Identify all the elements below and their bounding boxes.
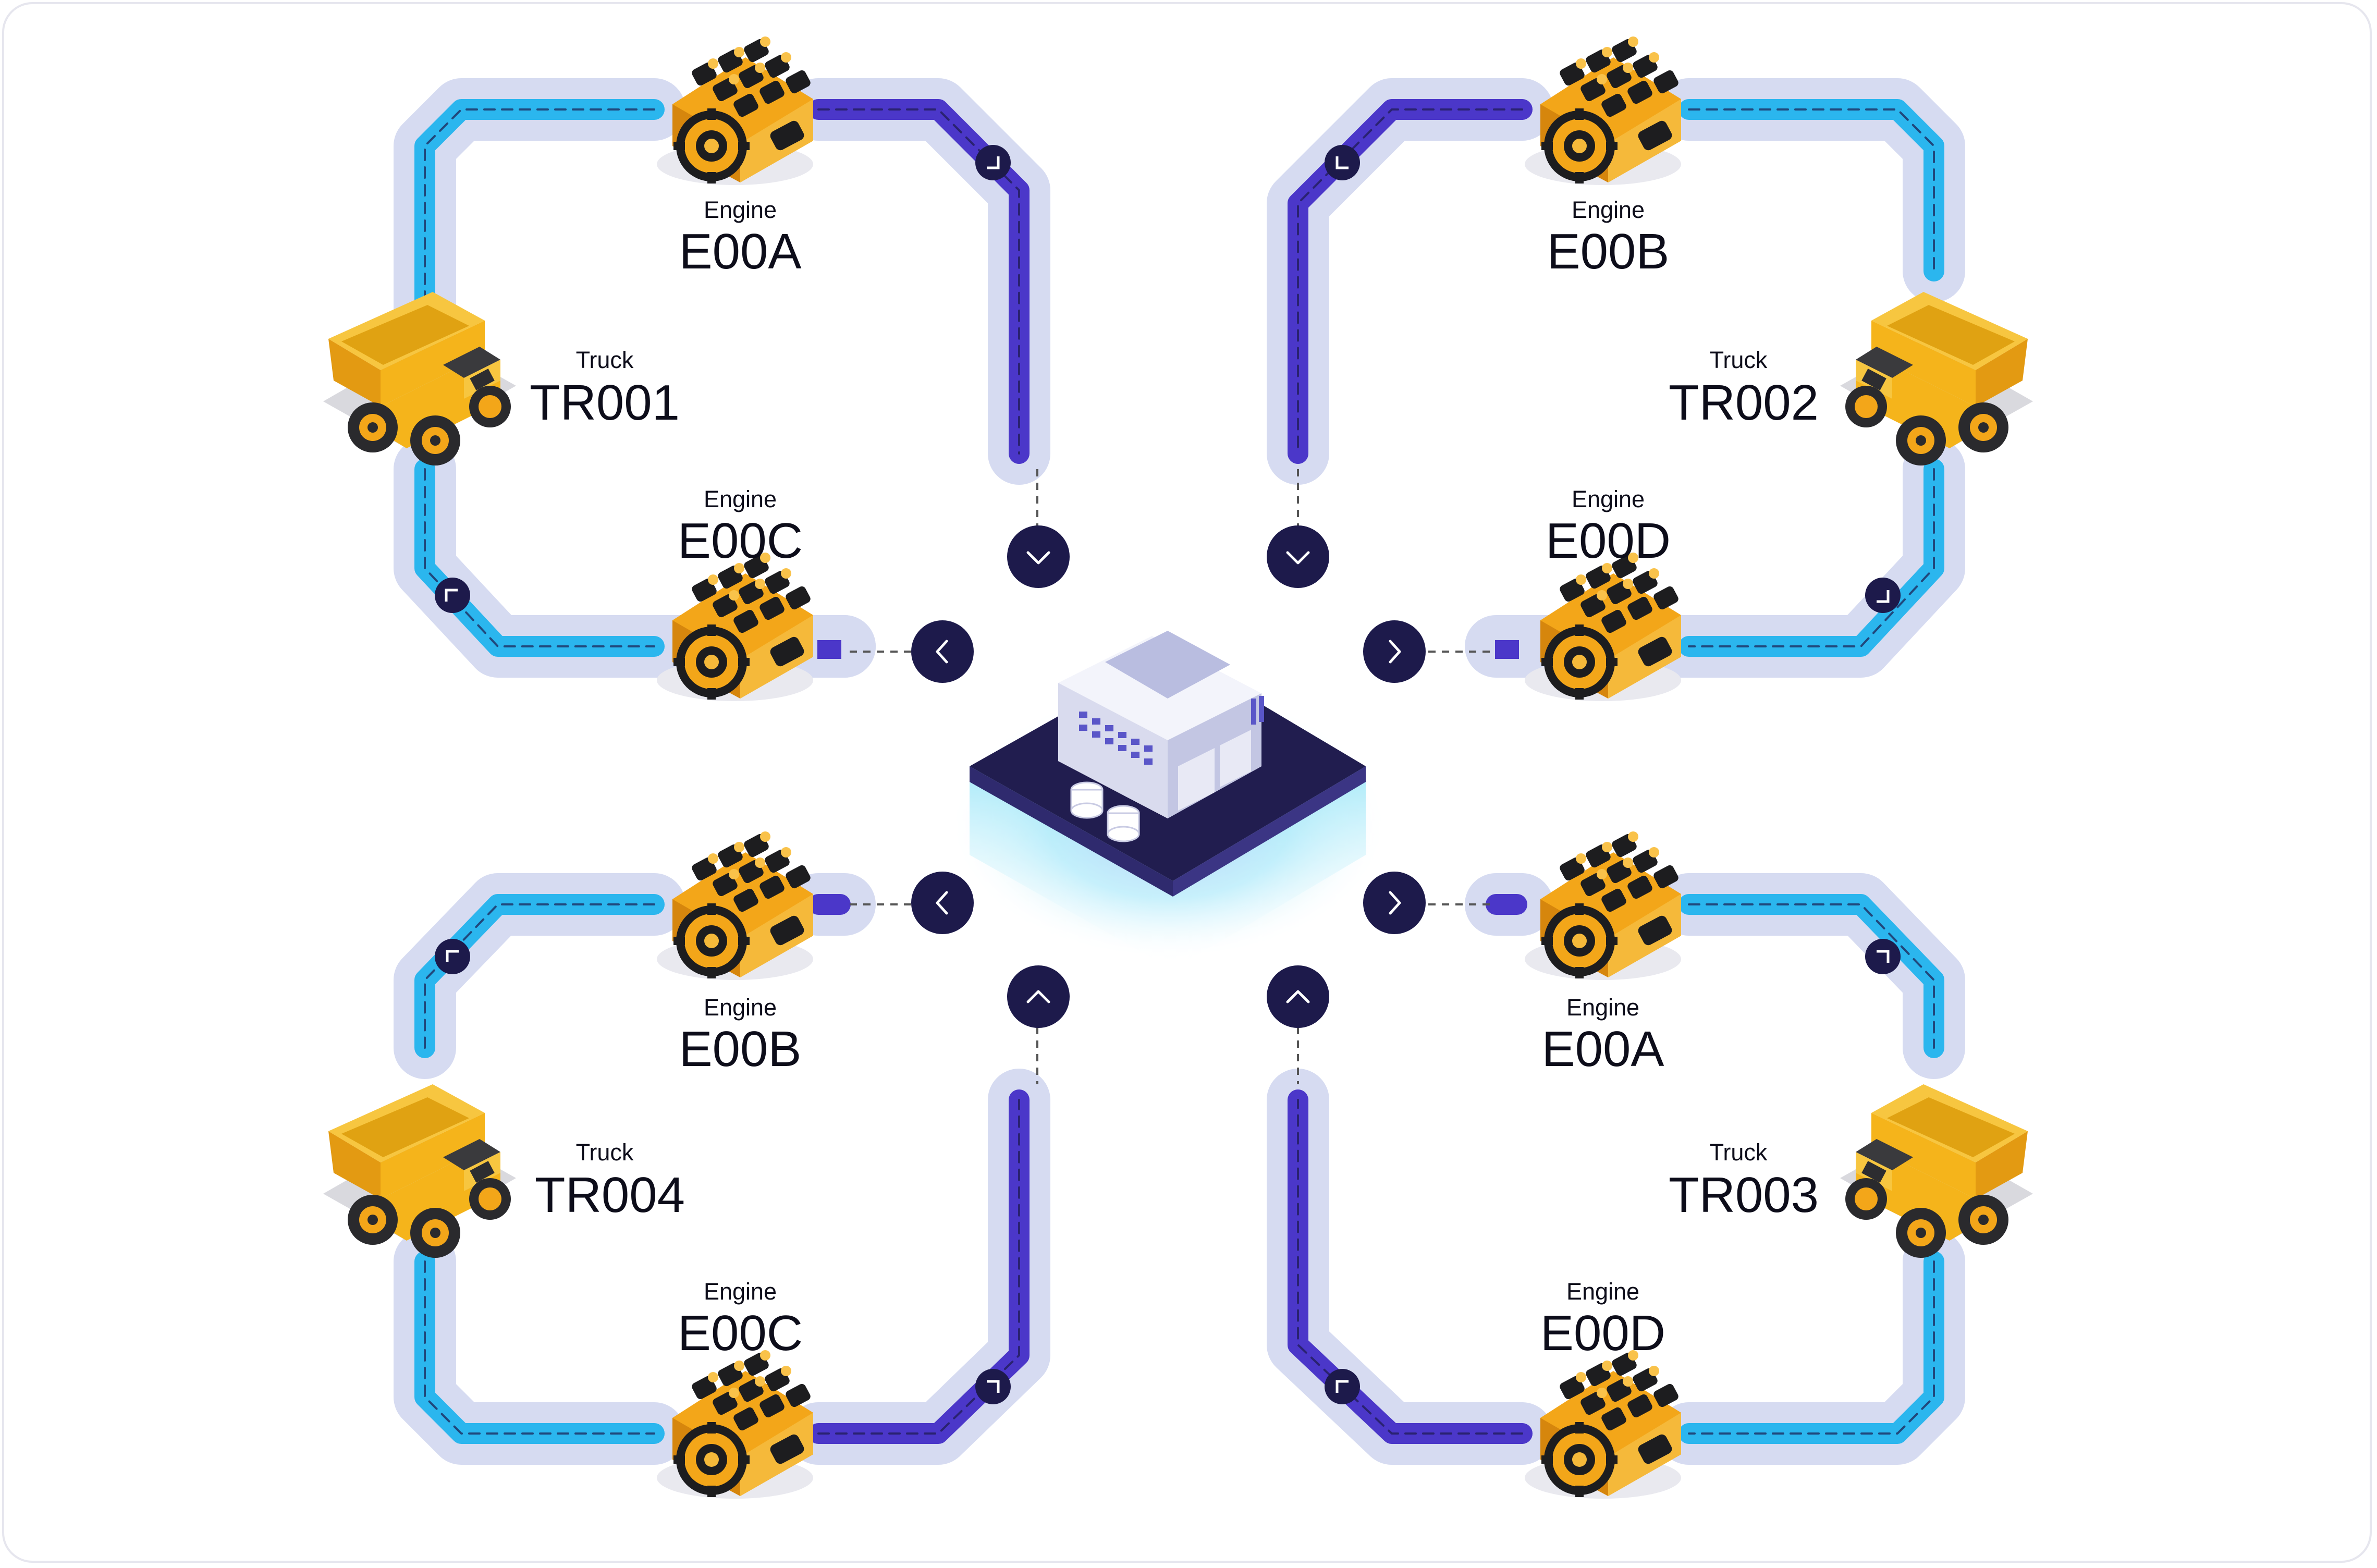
chevron-left-icon — [936, 640, 948, 664]
engine-icon[interactable] — [657, 36, 813, 185]
chevron-up-icon — [1026, 990, 1050, 1003]
engine-id: E00B — [1547, 224, 1670, 279]
chevron-up-icon — [1286, 990, 1310, 1003]
truck-caption: Truck — [575, 1139, 634, 1166]
node-left-lower[interactable] — [911, 872, 974, 934]
truck-id: TR002 — [1668, 375, 1819, 431]
engine-icon[interactable] — [657, 553, 813, 701]
truck-caption: Truck — [1709, 347, 1768, 373]
engine-id: E00B — [679, 1021, 802, 1077]
engine-icon[interactable] — [1525, 36, 1681, 185]
chevron-down-icon — [1026, 551, 1050, 565]
engine-id: E00A — [1541, 1021, 1664, 1077]
node-top-right-down[interactable] — [1267, 525, 1329, 588]
engine-caption: Engine — [703, 1278, 777, 1305]
truck-id: TR004 — [534, 1167, 685, 1223]
track-top-left — [394, 78, 1050, 678]
dump-truck-icon[interactable] — [323, 292, 516, 466]
engine-caption: Engine — [1571, 197, 1645, 223]
engine-caption: Engine — [703, 994, 777, 1021]
node-right-upper[interactable] — [1363, 620, 1426, 683]
dump-truck-icon[interactable] — [1840, 1084, 2033, 1258]
chevron-right-icon — [1389, 891, 1401, 915]
truck-caption: Truck — [1709, 1139, 1768, 1166]
truck-id: TR001 — [529, 375, 680, 431]
engine-icon[interactable] — [1525, 1350, 1681, 1499]
engine-id: E00D — [1545, 513, 1671, 569]
node-bottom-left-up[interactable] — [1007, 965, 1070, 1028]
corner-markers — [435, 145, 1901, 1404]
engine-id: E00C — [677, 513, 803, 569]
engine-id: E00A — [679, 224, 802, 279]
engine-icon[interactable] — [657, 831, 813, 980]
node-bottom-right-up[interactable] — [1267, 965, 1329, 1028]
chevron-down-icon — [1286, 551, 1310, 565]
dump-truck-icon[interactable] — [1840, 292, 2033, 466]
factory-icon — [950, 631, 1388, 970]
engine-icon[interactable] — [1525, 553, 1681, 701]
engine-caption: Engine — [703, 197, 777, 223]
engine-icon[interactable] — [657, 1350, 813, 1499]
engine-icon[interactable] — [1525, 831, 1681, 980]
engine-caption: Engine — [703, 486, 777, 512]
engine-caption: Engine — [1566, 994, 1640, 1021]
chevron-left-icon — [936, 891, 948, 915]
dump-truck-icon[interactable] — [323, 1084, 516, 1258]
engine-id: E00D — [1540, 1305, 1666, 1361]
engine-caption: Engine — [1571, 486, 1645, 512]
node-left-upper[interactable] — [911, 620, 974, 683]
node-right-lower[interactable] — [1363, 872, 1426, 934]
truck-caption: Truck — [575, 347, 634, 373]
engine-id: E00C — [677, 1305, 803, 1361]
node-top-left-down[interactable] — [1007, 525, 1070, 588]
truck-id: TR003 — [1668, 1167, 1819, 1223]
engine-caption: Engine — [1566, 1278, 1640, 1305]
chevron-right-icon — [1389, 640, 1401, 664]
